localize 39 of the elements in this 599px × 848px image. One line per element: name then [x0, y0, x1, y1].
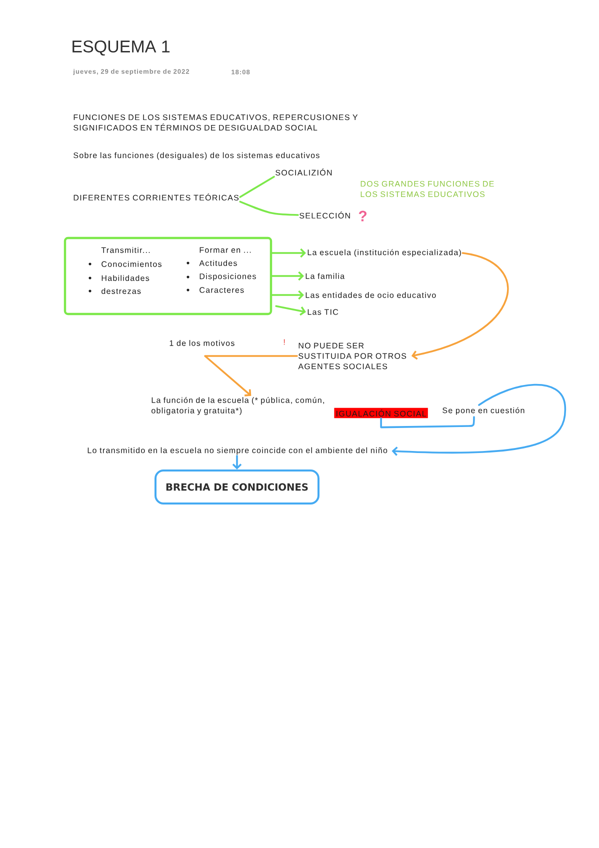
list-item: Actitudes	[199, 260, 237, 266]
rounded-box: BRECHA DE CONDICIONES	[154, 470, 320, 504]
list-item: destrezas	[102, 288, 141, 294]
text: NO PUEDE SER SUSTITUIDA POR OTROS AGENTES SOCIALES	[298, 342, 406, 370]
connector-line	[239, 176, 275, 198]
highlight-box: IGUALACIÓN SOCIAL	[334, 408, 428, 418]
edge-label: 1 de los motivos	[170, 340, 234, 346]
note-text: DOS GRANDES FUNCIONES DE LOS SISTEMAS EDUCATIVOS	[360, 180, 494, 198]
question-mark: ?	[358, 210, 366, 222]
text: La función de la escuela (* pública, común, obligatoria y gratuita*)	[152, 397, 324, 415]
arrow	[275, 305, 306, 316]
arrow	[271, 290, 304, 300]
text: Lo transmitido en la escuela no siempre coincide con el ambiente del niño	[88, 447, 388, 455]
text: SELECCIÓN	[300, 212, 350, 219]
heading-text: FUNCIONES DE LOS SISTEMAS EDUCATIVOS, REPERCUSIONES Y SIGNIFICADOS EN TÉRMINOS DE DESIGUALDAD SOCIAL	[74, 114, 358, 131]
page-title: ESQUEMA 1	[72, 40, 170, 56]
text: Sobre las funciones (desiguales) de los sistemas educativos	[74, 152, 320, 160]
text: DIFERENTES CORRIENTES TEÓRICAS	[74, 194, 239, 201]
arrow	[232, 455, 242, 470]
list-heading: Formar en ...	[200, 247, 251, 253]
list-item: Conocimientos	[102, 261, 162, 267]
list-heading: Transmitir...	[101, 247, 150, 253]
text: La escuela (institución especializada)	[308, 249, 461, 257]
list-item: Caracteres	[200, 287, 244, 293]
arrow	[271, 248, 306, 258]
text: La familia	[306, 273, 345, 279]
text: SOCIALIZIÓN	[276, 168, 332, 176]
arrow	[392, 384, 566, 456]
arrow	[271, 271, 304, 281]
arrow	[411, 252, 509, 360]
text: Las entidades de ocio educativo	[306, 292, 436, 298]
arrow	[204, 355, 298, 396]
connector-line	[239, 200, 299, 216]
list-item: Habilidades	[102, 275, 150, 281]
list-item: Disposiciones	[200, 273, 256, 281]
exclamation-mark: !	[284, 339, 285, 345]
text: Las TIC	[308, 309, 338, 315]
text: Se pone en cuestión	[442, 407, 524, 415]
list-box	[64, 236, 272, 316]
